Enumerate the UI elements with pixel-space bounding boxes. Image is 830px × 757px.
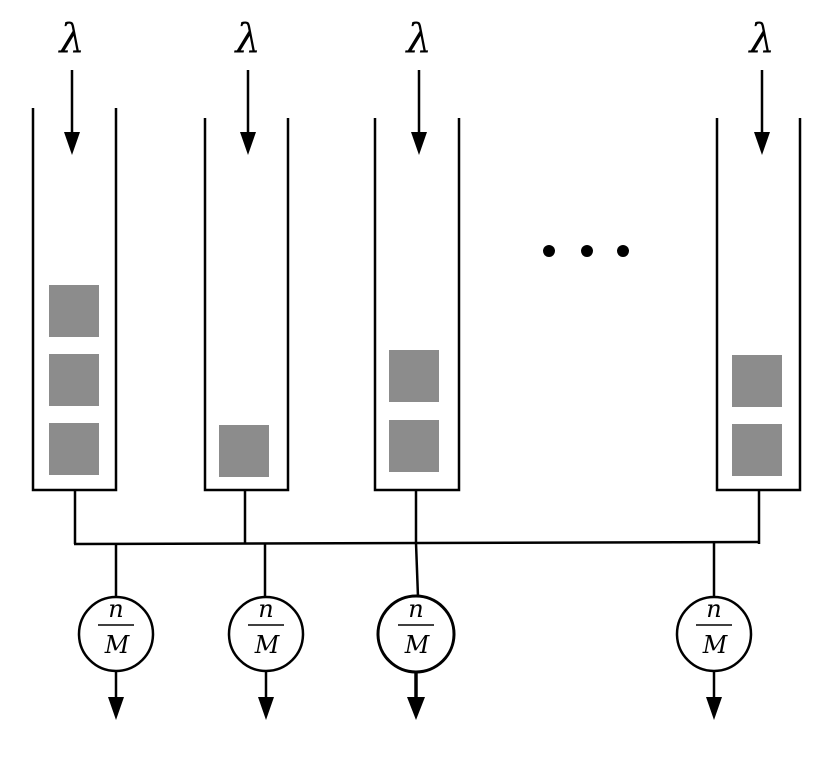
queue-2-packets: [219, 425, 269, 477]
server-rate-denominator: M: [104, 631, 131, 659]
packet: [49, 354, 99, 406]
packet: [49, 285, 99, 337]
arrival-arrow-last: [754, 70, 770, 155]
server-1: n M: [77, 595, 155, 673]
server-2: n M: [227, 595, 305, 673]
arrival-arrow-3: [411, 70, 427, 155]
server-rate-numerator: n: [408, 595, 423, 623]
server-last: n M: [675, 595, 753, 673]
packet: [389, 350, 439, 402]
server-3: n M: [376, 594, 456, 674]
queue-1-packets: [49, 285, 99, 475]
server-rate-denominator: M: [702, 631, 729, 659]
server-rate-numerator: n: [706, 595, 721, 623]
arrival-label-last: λ: [747, 16, 774, 62]
packet: [732, 424, 782, 476]
departure-arrow-1: [108, 671, 124, 720]
server-rate-numerator: n: [108, 595, 123, 623]
server-rate-denominator: M: [404, 631, 431, 659]
arrival-arrow-2: [240, 70, 256, 155]
packet: [732, 355, 782, 407]
arrival-arrow-1: [64, 70, 80, 155]
connection-bus: [73, 490, 761, 598]
ellipsis: [543, 245, 629, 257]
departure-arrow-3: [407, 672, 425, 720]
server-rate-numerator: n: [258, 595, 273, 623]
departure-arrow-2: [258, 671, 274, 720]
packet: [49, 423, 99, 475]
packet: [389, 420, 439, 472]
queue-last-packets: [732, 355, 782, 476]
queue-3-packets: [389, 350, 439, 472]
arrival-label-2: λ: [233, 16, 260, 62]
arrival-label-3: λ: [404, 16, 431, 62]
arrival-label-1: λ: [57, 16, 84, 62]
packet: [219, 425, 269, 477]
departure-arrow-last: [706, 671, 722, 720]
queue-buffer-2: [203, 118, 290, 492]
server-rate-denominator: M: [254, 631, 281, 659]
